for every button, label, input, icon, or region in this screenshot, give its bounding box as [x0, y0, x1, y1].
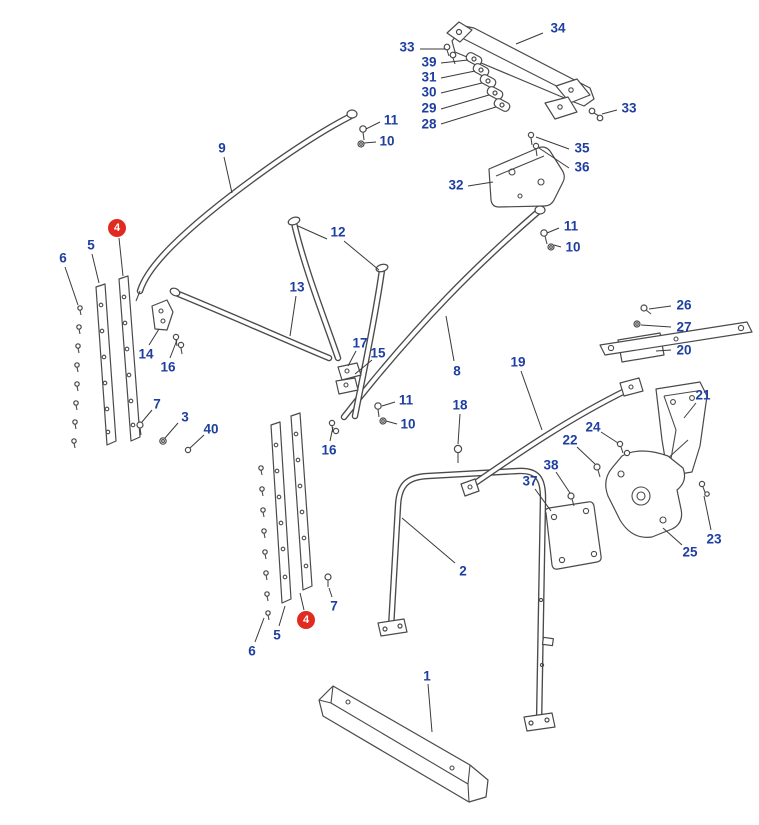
- callout-10-c: 10: [400, 416, 416, 432]
- callout-35: 35: [574, 140, 590, 156]
- callout-6-a: 6: [59, 250, 67, 266]
- callout-1: 1: [423, 668, 431, 684]
- leader-lines: [64, 32, 712, 733]
- callout-9: 9: [218, 140, 226, 156]
- callout-10-a: 10: [379, 133, 395, 149]
- part-20-top-bar: [599, 321, 753, 363]
- callout-33-a: 33: [399, 39, 415, 55]
- callout-36: 36: [574, 159, 590, 175]
- callout-33-b: 33: [621, 100, 637, 116]
- callout-12: 12: [330, 224, 346, 240]
- callout-22: 22: [562, 432, 578, 448]
- callout-31: 31: [421, 69, 437, 85]
- callout-34: 34: [550, 20, 566, 36]
- callout-19: 19: [510, 354, 526, 370]
- callout-11-a: 11: [383, 112, 399, 128]
- callout-30: 30: [421, 84, 437, 100]
- part-34-end-brackets: [544, 78, 591, 120]
- callout-38: 38: [543, 457, 559, 473]
- callout-23: 23: [706, 531, 722, 547]
- part-13-diagonal-tube: [169, 287, 329, 358]
- callout-25: 25: [682, 544, 698, 560]
- highlighted-callout-4-b[interactable]: 4: [297, 611, 315, 629]
- callout-24: 24: [585, 419, 601, 435]
- callout-27: 27: [676, 319, 692, 335]
- callout-16-a: 16: [160, 359, 176, 375]
- part-37-mount-plate: [544, 501, 602, 570]
- callout-18: 18: [452, 397, 468, 413]
- part-5-6-seal-strips-left: [71, 275, 141, 449]
- callout-3: 3: [181, 409, 189, 425]
- callout-11-b: 11: [563, 218, 579, 234]
- callout-2: 2: [459, 563, 467, 579]
- callout-28: 28: [421, 116, 437, 132]
- callout-17: 17: [352, 335, 368, 351]
- callout-5-b: 5: [273, 627, 281, 643]
- fasteners: [136, 43, 710, 587]
- callout-26: 26: [676, 297, 692, 313]
- highlighted-callout-4-a[interactable]: 4: [108, 219, 126, 237]
- callout-11-c: 11: [398, 392, 414, 408]
- callout-7-a: 7: [153, 396, 161, 412]
- part-8-roof-rear-rail: [344, 205, 546, 417]
- part-15-17-brackets: [335, 362, 362, 395]
- part-19-support-tube: [460, 377, 644, 497]
- callout-20: 20: [676, 342, 692, 358]
- callout-16-b: 16: [321, 442, 337, 458]
- callout-7-b: 7: [330, 598, 338, 614]
- callout-14: 14: [138, 346, 154, 362]
- callout-40: 40: [203, 421, 219, 437]
- part-5-6-seal-strips-lower: [258, 412, 313, 621]
- part-9-roof-front-rail: [135, 109, 358, 302]
- callout-5-a: 5: [87, 237, 95, 253]
- part-1-front-panel: [318, 685, 489, 803]
- callout-29: 29: [421, 100, 437, 116]
- part-2-rollbar-frame: [377, 471, 556, 732]
- part-14-bracket: [151, 299, 174, 331]
- part-25-hinge-casting: [605, 439, 689, 538]
- callout-6-b: 6: [248, 643, 256, 659]
- callout-10-b: 10: [565, 239, 581, 255]
- callout-32: 32: [448, 177, 464, 193]
- callout-13: 13: [289, 279, 305, 295]
- callout-8: 8: [453, 363, 461, 379]
- callout-37: 37: [522, 473, 538, 489]
- part-32-mount-plate: [488, 146, 565, 208]
- part-28-31-hinge-set: [465, 52, 511, 112]
- callout-39: 39: [421, 54, 437, 70]
- callout-15: 15: [370, 345, 386, 361]
- callout-21: 21: [695, 387, 711, 403]
